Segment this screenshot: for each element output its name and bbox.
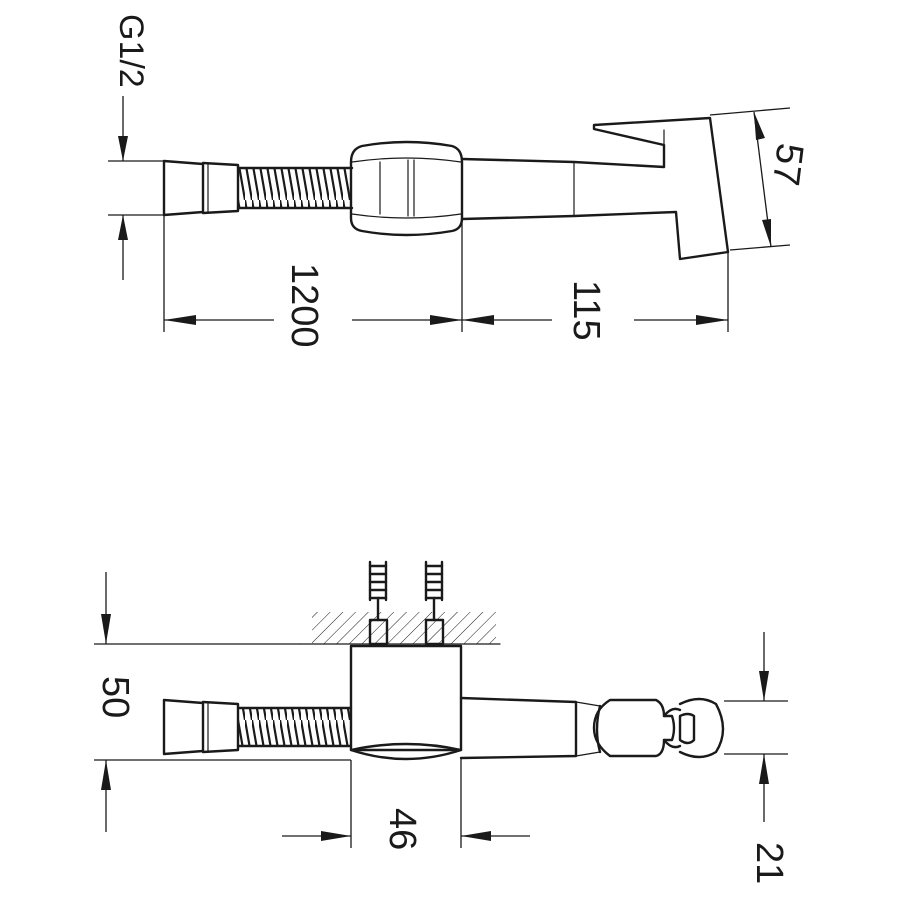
wall-screw-left	[368, 560, 389, 646]
bracket-width-dimension: 46	[282, 758, 530, 850]
handset-length-label: 115	[565, 280, 607, 341]
hose-connector-nut	[162, 159, 240, 217]
wall-offset-label: 50	[94, 676, 136, 718]
front-handset	[459, 696, 725, 760]
handset-depth-dimension: 21	[724, 632, 790, 884]
bracket-width-label: 46	[381, 808, 423, 850]
front-view: 50 46 21	[94, 560, 790, 884]
thread-dimension: G1/2	[108, 14, 164, 280]
length-dimensions: 1200 115	[163, 215, 729, 348]
wall-bracket	[349, 644, 463, 761]
handset-height-label: 57	[764, 141, 811, 188]
hose-length-label: 1200	[283, 263, 325, 348]
wall-offset-dimension: 50	[94, 572, 351, 832]
wall-bracket-holder	[349, 140, 464, 237]
wall-section	[299, 612, 501, 645]
thread-label: G1/2	[112, 14, 150, 88]
top-view: G1/2 1200 115 57	[108, 14, 811, 348]
front-hose-connector-nut	[162, 698, 240, 756]
handset-height-dimension: 57	[709, 107, 811, 251]
wall-screw-right	[424, 560, 445, 646]
handset-depth-label: 21	[748, 842, 790, 884]
handset-body	[460, 116, 730, 261]
flexible-hose	[238, 168, 352, 208]
front-flexible-hose	[238, 708, 351, 746]
